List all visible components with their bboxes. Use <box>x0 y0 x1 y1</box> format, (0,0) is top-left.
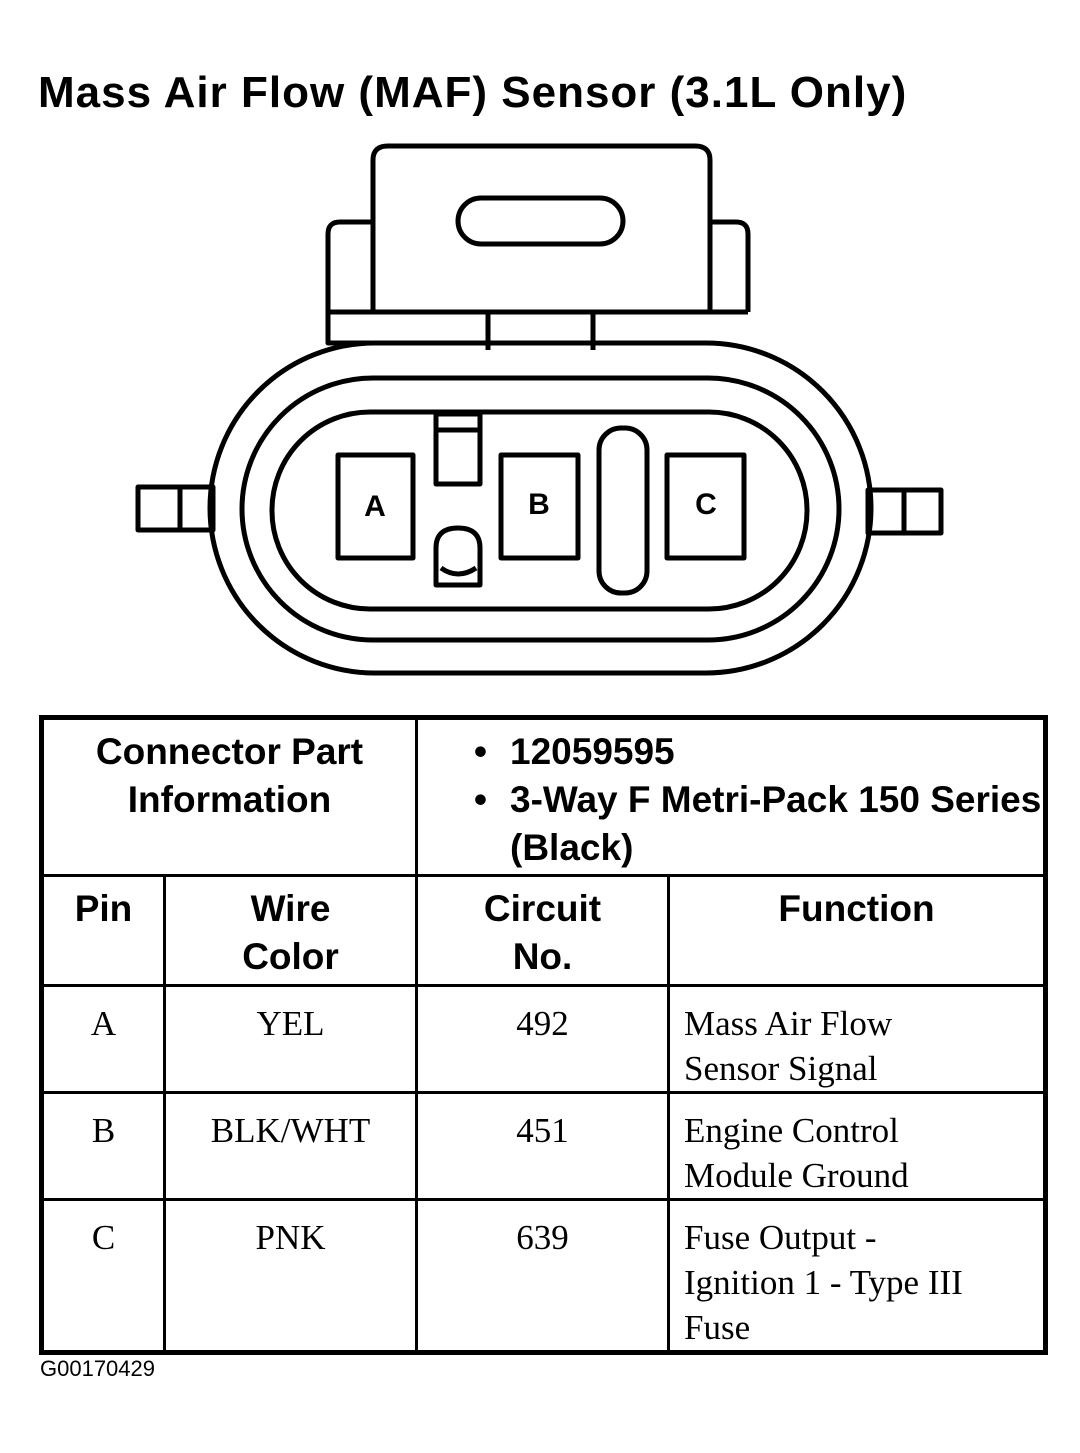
divider-rib <box>596 425 650 596</box>
pin-cell: B <box>40 1091 166 1201</box>
figure-code: G00170429 <box>40 1356 155 1381</box>
header-pin: Pin <box>40 874 166 987</box>
pin-cell: A <box>40 984 166 1094</box>
key-tab <box>433 411 483 487</box>
header-circuit-no: Circuit No. <box>415 874 671 987</box>
pin-cell: C <box>40 1198 166 1354</box>
table-row: A YEL 492 Mass Air Flow Sensor Signal <box>40 984 1048 1094</box>
pin-label-a: A <box>364 490 386 523</box>
circuit-cell: 639 <box>415 1198 671 1354</box>
pin-label-c: C <box>695 488 717 521</box>
pin-cavity-a <box>335 452 416 561</box>
side-tab-left <box>135 484 216 533</box>
part-info-row: Connector Part Information 12059595 3-Wa… <box>39 716 1048 877</box>
pin-cavity-b <box>498 452 581 561</box>
header-wire-color: Wire Color <box>162 874 419 987</box>
connector-housing <box>207 340 874 676</box>
table-row: B BLK/WHT 451 Engine Control Module Grou… <box>40 1091 1048 1201</box>
diagram-title: Mass Air Flow (MAF) Sensor (3.1L Only) <box>38 68 908 117</box>
wire-color-cell: PNK <box>162 1198 419 1354</box>
header-function: Function <box>667 874 1048 987</box>
pin-cavity-c <box>664 452 747 561</box>
polarizing-post <box>433 525 483 588</box>
circuit-cell: 451 <box>415 1091 671 1201</box>
part-number: 12059595 <box>474 728 1043 776</box>
function-cell: Engine Control Module Ground <box>667 1091 1048 1201</box>
connector-latch <box>370 143 713 312</box>
connector-inner-cavity <box>269 409 810 612</box>
part-info-label: Connector Part Information <box>39 716 419 877</box>
connector-seal-ring <box>239 375 842 643</box>
connector-face-diagram: A B C <box>135 143 944 676</box>
connector-series: 3-Way F Metri-Pack 150 Series (Black) <box>474 776 1043 872</box>
pin-label-b: B <box>528 488 550 521</box>
function-cell: Mass Air Flow Sensor Signal <box>667 984 1048 1094</box>
circuit-cell: 492 <box>415 984 671 1094</box>
latch-shoulder-right <box>710 219 751 312</box>
wire-color-cell: YEL <box>162 984 419 1094</box>
function-cell: Fuse Output - Ignition 1 - Type III Fuse <box>667 1198 1048 1354</box>
latch-slot <box>455 195 626 247</box>
connector-housing-outer <box>325 312 373 346</box>
table-row: C PNK 639 Fuse Output - Ignition 1 - Typ… <box>40 1198 1048 1354</box>
header-row: Pin Wire Color Circuit No. Function <box>40 874 1048 987</box>
connector-pinout-table: Connector Part Information 12059595 3-Wa… <box>39 715 1049 1355</box>
latch-shoulder-left <box>325 219 373 312</box>
part-info-values: 12059595 3-Way F Metri-Pack 150 Series (… <box>415 716 1048 877</box>
wire-color-cell: BLK/WHT <box>162 1091 419 1201</box>
